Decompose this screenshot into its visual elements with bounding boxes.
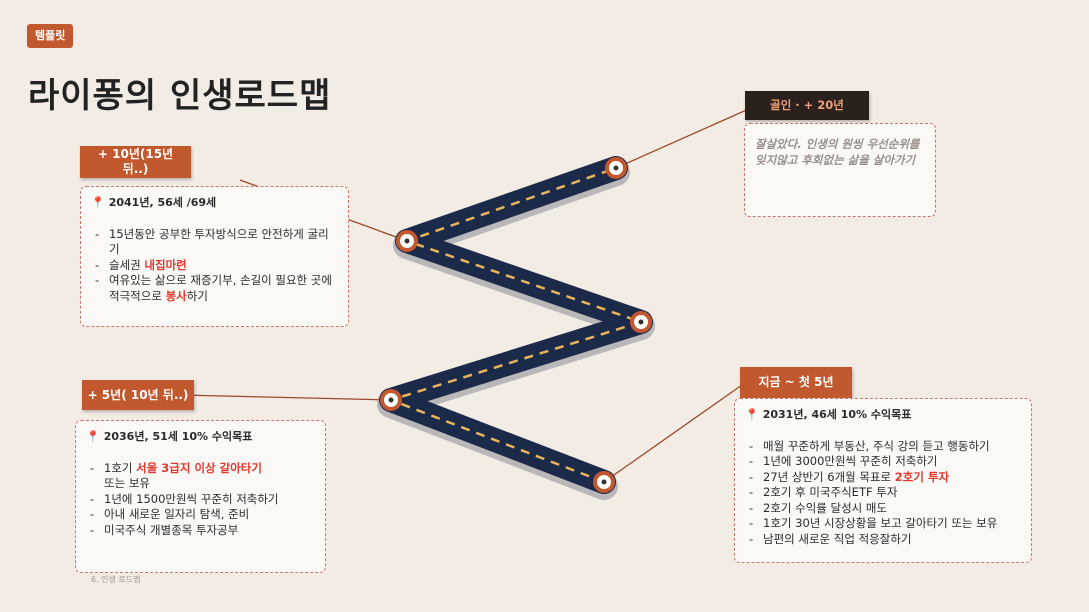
list-item: 미국주식 개별종목 투자공부 (86, 523, 315, 539)
milestone-marker-ten (396, 230, 418, 252)
list-item: 15년동안 공부한 투자방식으로 안전하게 굴리기 (91, 227, 338, 258)
five-year-heading: 📍2036년, 51세 10% 수익목표 (86, 430, 253, 443)
ten-year-label: + 10년(15년 뒤..) (80, 146, 191, 178)
milestone-marker-mid (630, 311, 652, 333)
list-item: 여유있는 삶으로 재증기부, 손길이 필요한 곳에 적극적으로 봉사하기 (91, 273, 338, 304)
ten-year-box: 📍2041년, 56세 /69세 15년동안 공부한 투자방식으로 안전하게 굴… (80, 186, 349, 327)
now-heading: 📍2031년, 46세 10% 수익목표 (745, 408, 912, 421)
goal-box: 잘살았다. 인생의 원씽 우선순위를 잊지않고 후회없는 삶을 살아가기 (744, 123, 936, 217)
connector-line (603, 384, 743, 483)
milestone-marker-five (380, 389, 402, 411)
list-item: 1호기 서울 3급지 이상 갈아타기 (86, 461, 315, 477)
list-item: 아내 새로운 일자리 탐색, 준비 (86, 507, 315, 523)
five-year-box: 📍2036년, 51세 10% 수익목표 1호기 서울 3급지 이상 갈아타기 … (75, 420, 326, 573)
list-item: 1년에 3000만원씩 꾸준히 저축하기 (745, 454, 1021, 470)
pin-icon: 📍 (86, 430, 100, 443)
list-item: 또는 보유 (104, 476, 150, 490)
list-item: 1년에 1500만원씩 꾸준히 저축하기 (86, 492, 315, 508)
milestone-marker-now (593, 471, 615, 493)
connector-line (179, 394, 392, 401)
list-item: 남편의 새로운 직업 적응잘하기 (745, 532, 1021, 548)
road-dashes (389, 166, 643, 484)
template-badge: 템플릿 (27, 24, 74, 48)
pin-icon: 📍 (91, 196, 105, 209)
pin-icon: 📍 (745, 408, 759, 421)
list-item: 1호기 30년 시장상황을 보고 갈아타기 또는 보유 (745, 516, 1021, 532)
now-label: 지금 ~ 첫 5년 (740, 367, 852, 398)
now-box: 📍2031년, 46세 10% 수익목표 매월 꾸준하게 부동산, 주식 강의 … (734, 398, 1032, 563)
connector-line (615, 103, 761, 169)
ten-year-heading: 📍2041년, 56세 /69세 (91, 196, 217, 209)
five-year-label: + 5년( 10년 뒤..) (82, 380, 194, 410)
page-title: 라이퐁의 인생로드맵 (28, 76, 332, 116)
list-item: 슬세권 내집마련 (91, 258, 338, 274)
milestone-marker-goal (605, 157, 627, 179)
road-path (379, 156, 653, 494)
page-footer: 6. 인생 로드맵 (91, 575, 141, 584)
goal-label: 골인 · + 20년 (745, 91, 869, 120)
list-item: 2호기 후 미국주식ETF 투자 (745, 485, 1021, 501)
list-item: 2호기 수익률 달성시 매도 (745, 501, 1021, 517)
goal-text: 잘살았다. 인생의 원씽 우선순위를 잊지않고 후회없는 삶을 살아가기 (755, 137, 920, 167)
list-item: 매월 꾸준하게 부동산, 주식 강의 듣고 행동하기 (745, 439, 1021, 455)
list-item: 27년 상반기 6개월 목표로 2호기 투자 (745, 470, 1021, 486)
